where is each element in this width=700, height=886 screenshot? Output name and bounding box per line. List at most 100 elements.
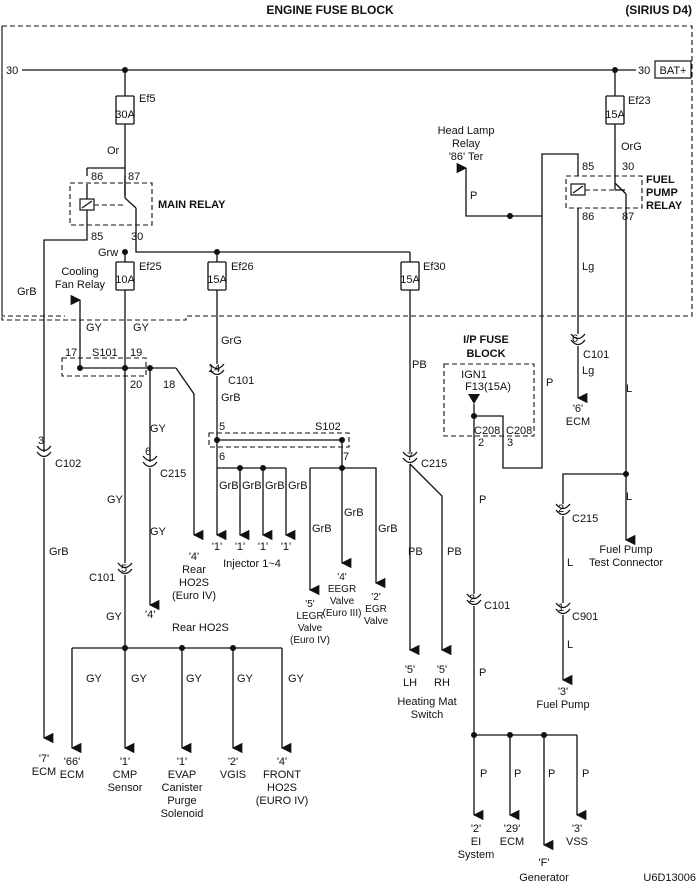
wire-color-lg1: Lg	[582, 261, 594, 273]
rear-ho2s-a-l3: (Euro IV)	[172, 590, 216, 602]
wire-color-pb2: PB	[408, 546, 423, 558]
c101d-name: C101	[484, 600, 510, 612]
vgis-name: VGIS	[220, 769, 246, 781]
fp-test-l2: Test Connector	[589, 557, 663, 569]
s102-pin-5: 5	[219, 421, 225, 433]
vgis-pin: '2'	[228, 756, 238, 768]
head-lamp-l3: '86' Ter	[449, 151, 484, 163]
wire-color-l4: L	[567, 639, 573, 651]
bgy2: GY	[131, 673, 148, 685]
fuse-ef30-name: Ef30	[423, 261, 446, 273]
fuse-block-title: ENGINE FUSE BLOCK	[266, 3, 394, 17]
wire-color-lg2: Lg	[582, 365, 594, 377]
wire-color-l1: L	[626, 383, 632, 395]
legr-l2: Valve	[298, 623, 323, 634]
front-ho2s-l2: HO2S	[267, 782, 297, 794]
c101a-name: C101	[228, 375, 254, 387]
front-ho2s-l1: FRONT	[263, 769, 301, 781]
wire-grb-c102	[43, 226, 88, 452]
connector-c101c	[570, 333, 586, 340]
lh-pin: '5'	[405, 664, 415, 676]
ip-fuse-arrow	[468, 394, 480, 404]
ei-pin: '2'	[471, 823, 481, 835]
ecm6-pin: '6'	[573, 403, 583, 415]
splice-s102-box	[208, 432, 350, 448]
fpr-pin-87: 87	[622, 211, 634, 223]
fuel-pump-name: Fuel Pump	[536, 699, 589, 711]
s101-pin-20: 20	[130, 379, 142, 391]
rear-ho2s-a-pin: '4'	[189, 551, 199, 563]
inj2-pin: '1'	[235, 541, 245, 553]
connector-c102	[36, 451, 52, 458]
rear-ho2s-a-l1: Rear	[182, 564, 206, 576]
main-relay-switch	[124, 197, 137, 209]
egr-l1: EGR	[365, 604, 387, 615]
evap-l2: Canister	[162, 782, 203, 794]
connector-c901	[555, 602, 571, 609]
vss-name: VSS	[566, 836, 588, 848]
grw-bus	[135, 226, 410, 253]
connector-c215b	[402, 451, 418, 458]
vss-pin: '3'	[572, 823, 582, 835]
wire	[562, 473, 626, 504]
fpr-title-3: RELAY	[646, 200, 683, 212]
legr-l3: (Euro IV)	[290, 635, 330, 646]
cooling-fan-label-1: Cooling	[61, 266, 98, 278]
splice-s101-label: S101	[92, 347, 118, 359]
cmp-l2: Sensor	[108, 782, 143, 794]
c102-name: C102	[55, 458, 81, 470]
connector-c215b	[402, 457, 418, 464]
main-relay-box	[69, 182, 153, 226]
fuse-ef23	[605, 95, 625, 125]
main-relay-title: MAIN RELAY	[158, 199, 226, 211]
main-relay-coil-diag	[81, 200, 93, 209]
c215b-name: C215	[421, 458, 447, 470]
bp4: P	[582, 768, 589, 780]
s101-pin-19: 19	[130, 347, 142, 359]
connector-c215c	[555, 509, 571, 516]
connector-c901	[555, 608, 571, 615]
s101-pin-17: 17	[65, 347, 77, 359]
wire-color-gy2: GY	[133, 322, 150, 334]
wire-color-l3: L	[567, 557, 573, 569]
fpr-pin-30: 30	[622, 161, 634, 173]
bgy5: GY	[288, 673, 305, 685]
front-ho2s-pin: '4'	[277, 756, 287, 768]
fuse-ef26-name: Ef26	[231, 261, 254, 273]
fuse-ef25-rating: 10A	[115, 274, 135, 286]
lh-name: LH	[403, 677, 417, 689]
c215b-pin: 7	[407, 451, 413, 463]
ip-fuse-name: F13(15A)	[465, 381, 511, 393]
main-relay-pin-30: 30	[131, 231, 143, 243]
wire-color-grw: Grw	[98, 247, 118, 259]
wire-p-loop	[510, 153, 579, 469]
ecm66-name: ECM	[60, 769, 84, 781]
fuse-ef23-name: Ef23	[628, 95, 651, 107]
bat-plus-box	[654, 60, 692, 79]
connector-c215	[142, 461, 158, 468]
c215a-pin: 6	[145, 446, 151, 458]
fpr-coil-diag	[572, 185, 584, 194]
ip-ign: IGN1	[461, 369, 487, 381]
connector-c101	[117, 562, 133, 569]
c208-pin3: 3	[507, 437, 513, 449]
c102-pin: 3	[38, 435, 44, 447]
inj3-pin: '1'	[258, 541, 268, 553]
c101d-pin: 2	[469, 593, 475, 605]
main-relay-pin-87: 87	[128, 171, 140, 183]
rh-name: RH	[434, 677, 450, 689]
mat-l2: Switch	[411, 709, 443, 721]
fuse-ef5-name: Ef5	[139, 93, 156, 105]
wire-mat-rh	[409, 463, 452, 656]
evap-pin: '1'	[177, 756, 187, 768]
wire-rear-ho2s-a	[175, 367, 204, 541]
c215c-pin: 2	[558, 503, 564, 515]
s102-pin-6: 6	[219, 451, 225, 463]
ip-fuse-title-1: I/P FUSE	[463, 334, 509, 346]
c208b: C208	[506, 425, 532, 437]
egr-l2: Valve	[364, 616, 389, 627]
egr-pin: '2'	[371, 592, 380, 603]
legr-pin: '5'	[305, 599, 314, 610]
wire-color-grb1: GrB	[17, 286, 37, 298]
